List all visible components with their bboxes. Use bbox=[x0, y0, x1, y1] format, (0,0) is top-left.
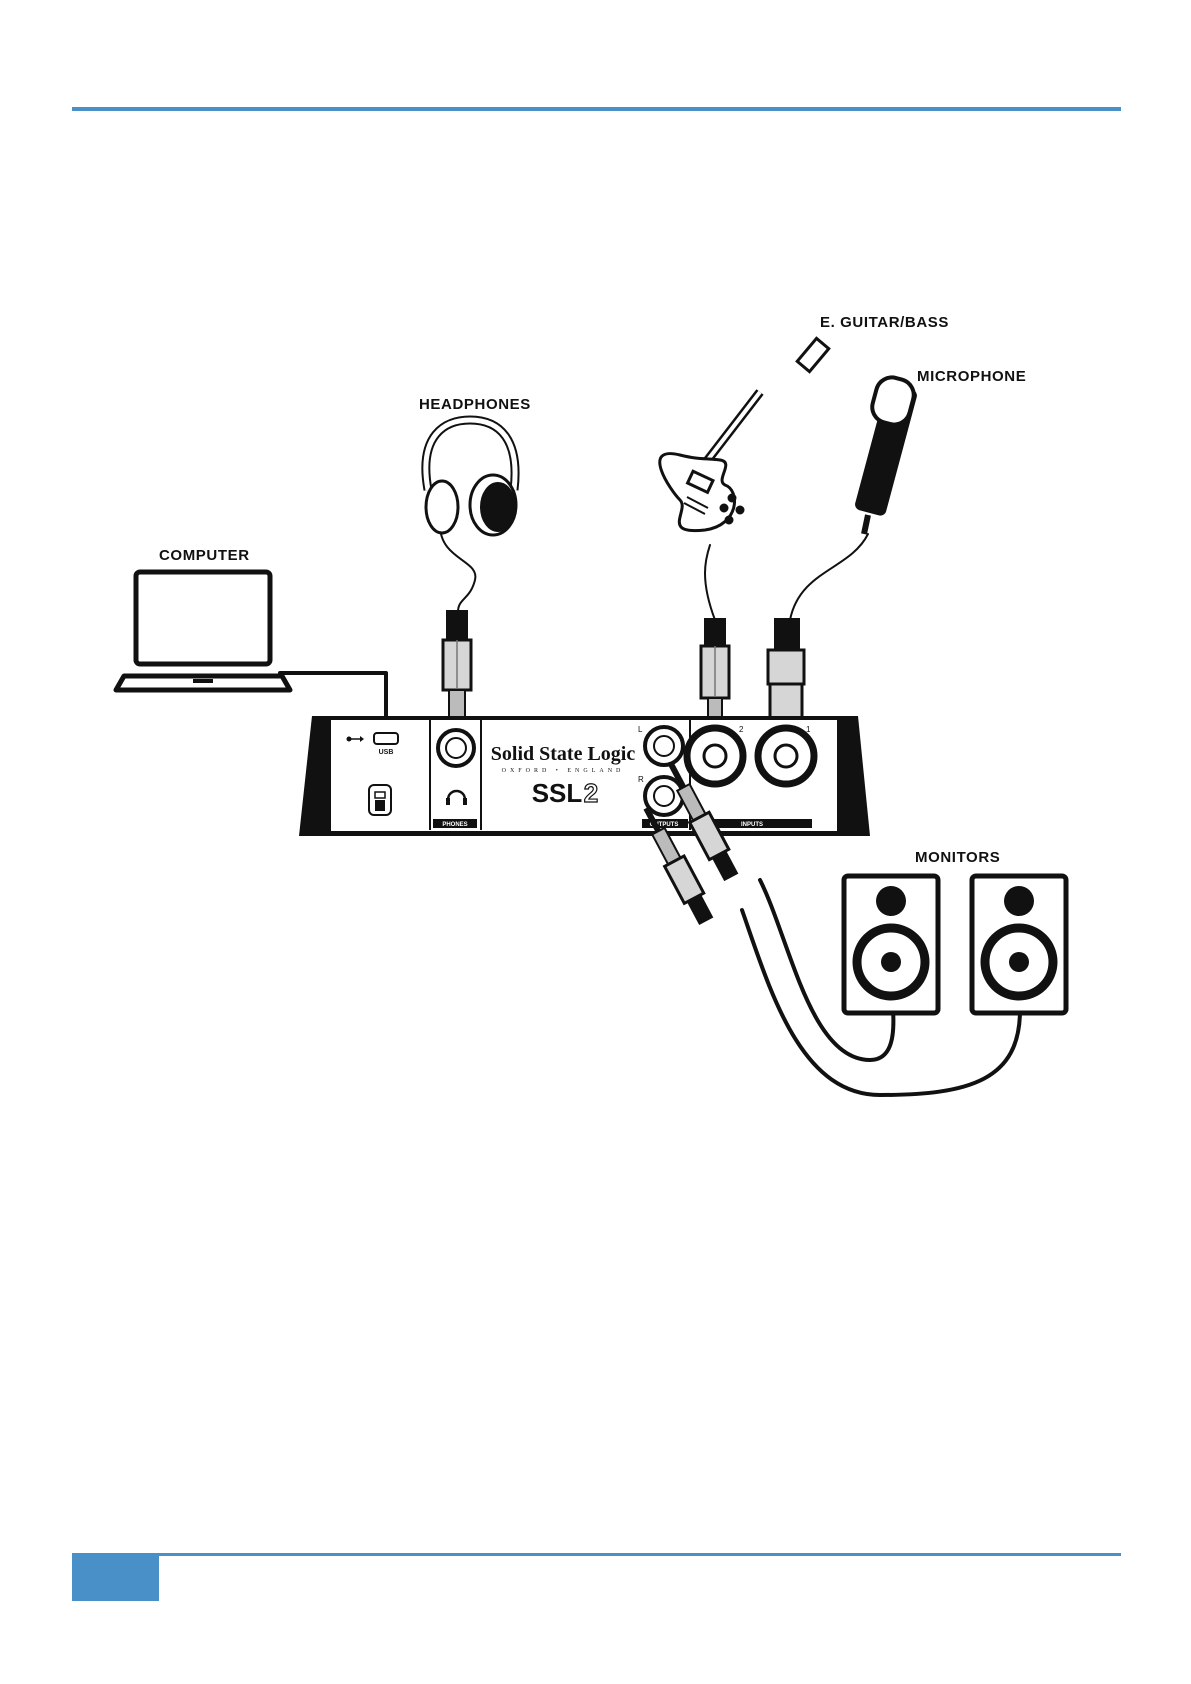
page-number-tab bbox=[72, 1556, 159, 1601]
output-r-label: R bbox=[638, 775, 644, 784]
usb-port bbox=[374, 733, 398, 744]
monitors-label: MONITORS bbox=[915, 849, 1000, 866]
microphone-label: MICROPHONE bbox=[917, 368, 1026, 385]
input-2-label: 2 bbox=[739, 725, 744, 734]
usb-label: USB bbox=[379, 749, 394, 756]
speaker-icon bbox=[972, 876, 1066, 1013]
output-l-label: L bbox=[638, 725, 643, 734]
headphone-cable bbox=[440, 525, 475, 612]
brand-sub: OXFORD • ENGLAND bbox=[502, 768, 625, 774]
microphone-icon bbox=[854, 374, 919, 534]
computer-label: COMPUTER bbox=[159, 547, 250, 564]
headphones-label: HEADPHONES bbox=[419, 396, 531, 413]
phones-label: PHONES bbox=[442, 822, 467, 828]
laptop-icon bbox=[116, 572, 290, 690]
mic-cable bbox=[790, 534, 868, 620]
bottom-rule bbox=[72, 1553, 1121, 1556]
guitar-label: E. GUITAR/BASS bbox=[820, 314, 949, 331]
brand-logo: Solid State Logic bbox=[491, 743, 636, 765]
speaker-icon bbox=[844, 876, 938, 1013]
guitar-cable bbox=[705, 545, 715, 620]
lock-icon bbox=[369, 785, 391, 815]
guitar-icon bbox=[660, 338, 829, 530]
model-number: 2 bbox=[584, 778, 598, 808]
headphones-icon bbox=[426, 420, 516, 535]
model-name: SSL bbox=[532, 778, 583, 808]
inputs-label: INPUTS bbox=[741, 822, 763, 828]
audio-interface: USB PHONES Solid State Logic OXFORD • EN… bbox=[299, 716, 870, 836]
